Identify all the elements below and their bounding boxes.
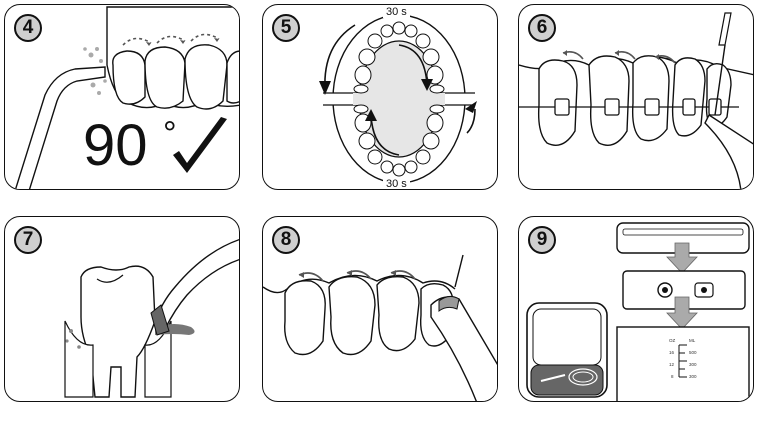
step-9-illustration bbox=[526, 222, 750, 401]
tooth bbox=[184, 44, 228, 110]
step-8-badge: 8 bbox=[272, 226, 300, 254]
water-reservoir bbox=[616, 326, 750, 401]
degree-symbol: ° bbox=[163, 115, 177, 153]
nozzle-tip bbox=[154, 238, 239, 330]
scale-right-label: 300 bbox=[689, 362, 697, 367]
tooth bbox=[226, 50, 239, 104]
lower-teeth bbox=[353, 104, 445, 177]
nozzle-tip bbox=[14, 66, 106, 189]
timer-top-label: 30 s bbox=[383, 7, 410, 18]
gum bbox=[64, 320, 94, 398]
step-5-panel: 5 bbox=[262, 4, 498, 190]
scale-left-label: OZ bbox=[669, 338, 676, 343]
orthodontic-nozzle bbox=[704, 113, 753, 189]
tooth bbox=[112, 50, 146, 105]
step-4-panel: 4 90 ° bbox=[4, 4, 240, 190]
brackets bbox=[554, 98, 722, 116]
scale-right-label: 300 bbox=[689, 374, 697, 379]
step-7-illustration bbox=[64, 238, 239, 398]
step-4-badge: 4 bbox=[14, 14, 42, 42]
tooth bbox=[144, 46, 186, 109]
scale-right-label: 500 bbox=[689, 350, 697, 355]
step-6-illustration bbox=[519, 12, 753, 189]
scale-left-label: 12 bbox=[669, 362, 675, 367]
teeth-row bbox=[284, 275, 454, 356]
step-7-panel: 7 bbox=[4, 216, 240, 402]
scale-left-label: 8 bbox=[671, 374, 674, 379]
timer-bottom-label: 30 s bbox=[383, 179, 410, 189]
down-arrow-icon bbox=[666, 242, 698, 274]
step-8-panel: 8 bbox=[262, 216, 498, 402]
upper-teeth bbox=[353, 21, 445, 94]
dashed-arrow bbox=[122, 37, 152, 46]
step-5-illustration bbox=[319, 14, 479, 184]
step-9-panel: 9 OZ 16 12 8 ML 500 300 300 bbox=[518, 216, 754, 402]
plaque-seeker-nozzle bbox=[430, 296, 497, 401]
arrow-outer-right bbox=[466, 108, 476, 134]
gum-line bbox=[263, 274, 456, 294]
dashed-arrow bbox=[156, 35, 186, 44]
step-9-badge: 9 bbox=[528, 226, 556, 254]
step-7-badge: 7 bbox=[14, 226, 42, 254]
step-6-panel: 6 bbox=[518, 4, 754, 190]
scale-left-label: 16 bbox=[669, 350, 675, 355]
angle-value: 90 bbox=[83, 113, 148, 178]
water-drop bbox=[88, 52, 94, 58]
step-8-illustration bbox=[263, 254, 497, 401]
step-6-badge: 6 bbox=[528, 14, 556, 42]
scale-right-label: ML bbox=[689, 338, 696, 343]
step-5-badge: 5 bbox=[272, 14, 300, 42]
teeth-row bbox=[537, 55, 732, 146]
check-mark-icon bbox=[173, 117, 227, 173]
down-arrow-icon bbox=[666, 296, 698, 330]
step-4-illustration bbox=[14, 6, 239, 189]
dashed-arrow bbox=[190, 33, 220, 42]
